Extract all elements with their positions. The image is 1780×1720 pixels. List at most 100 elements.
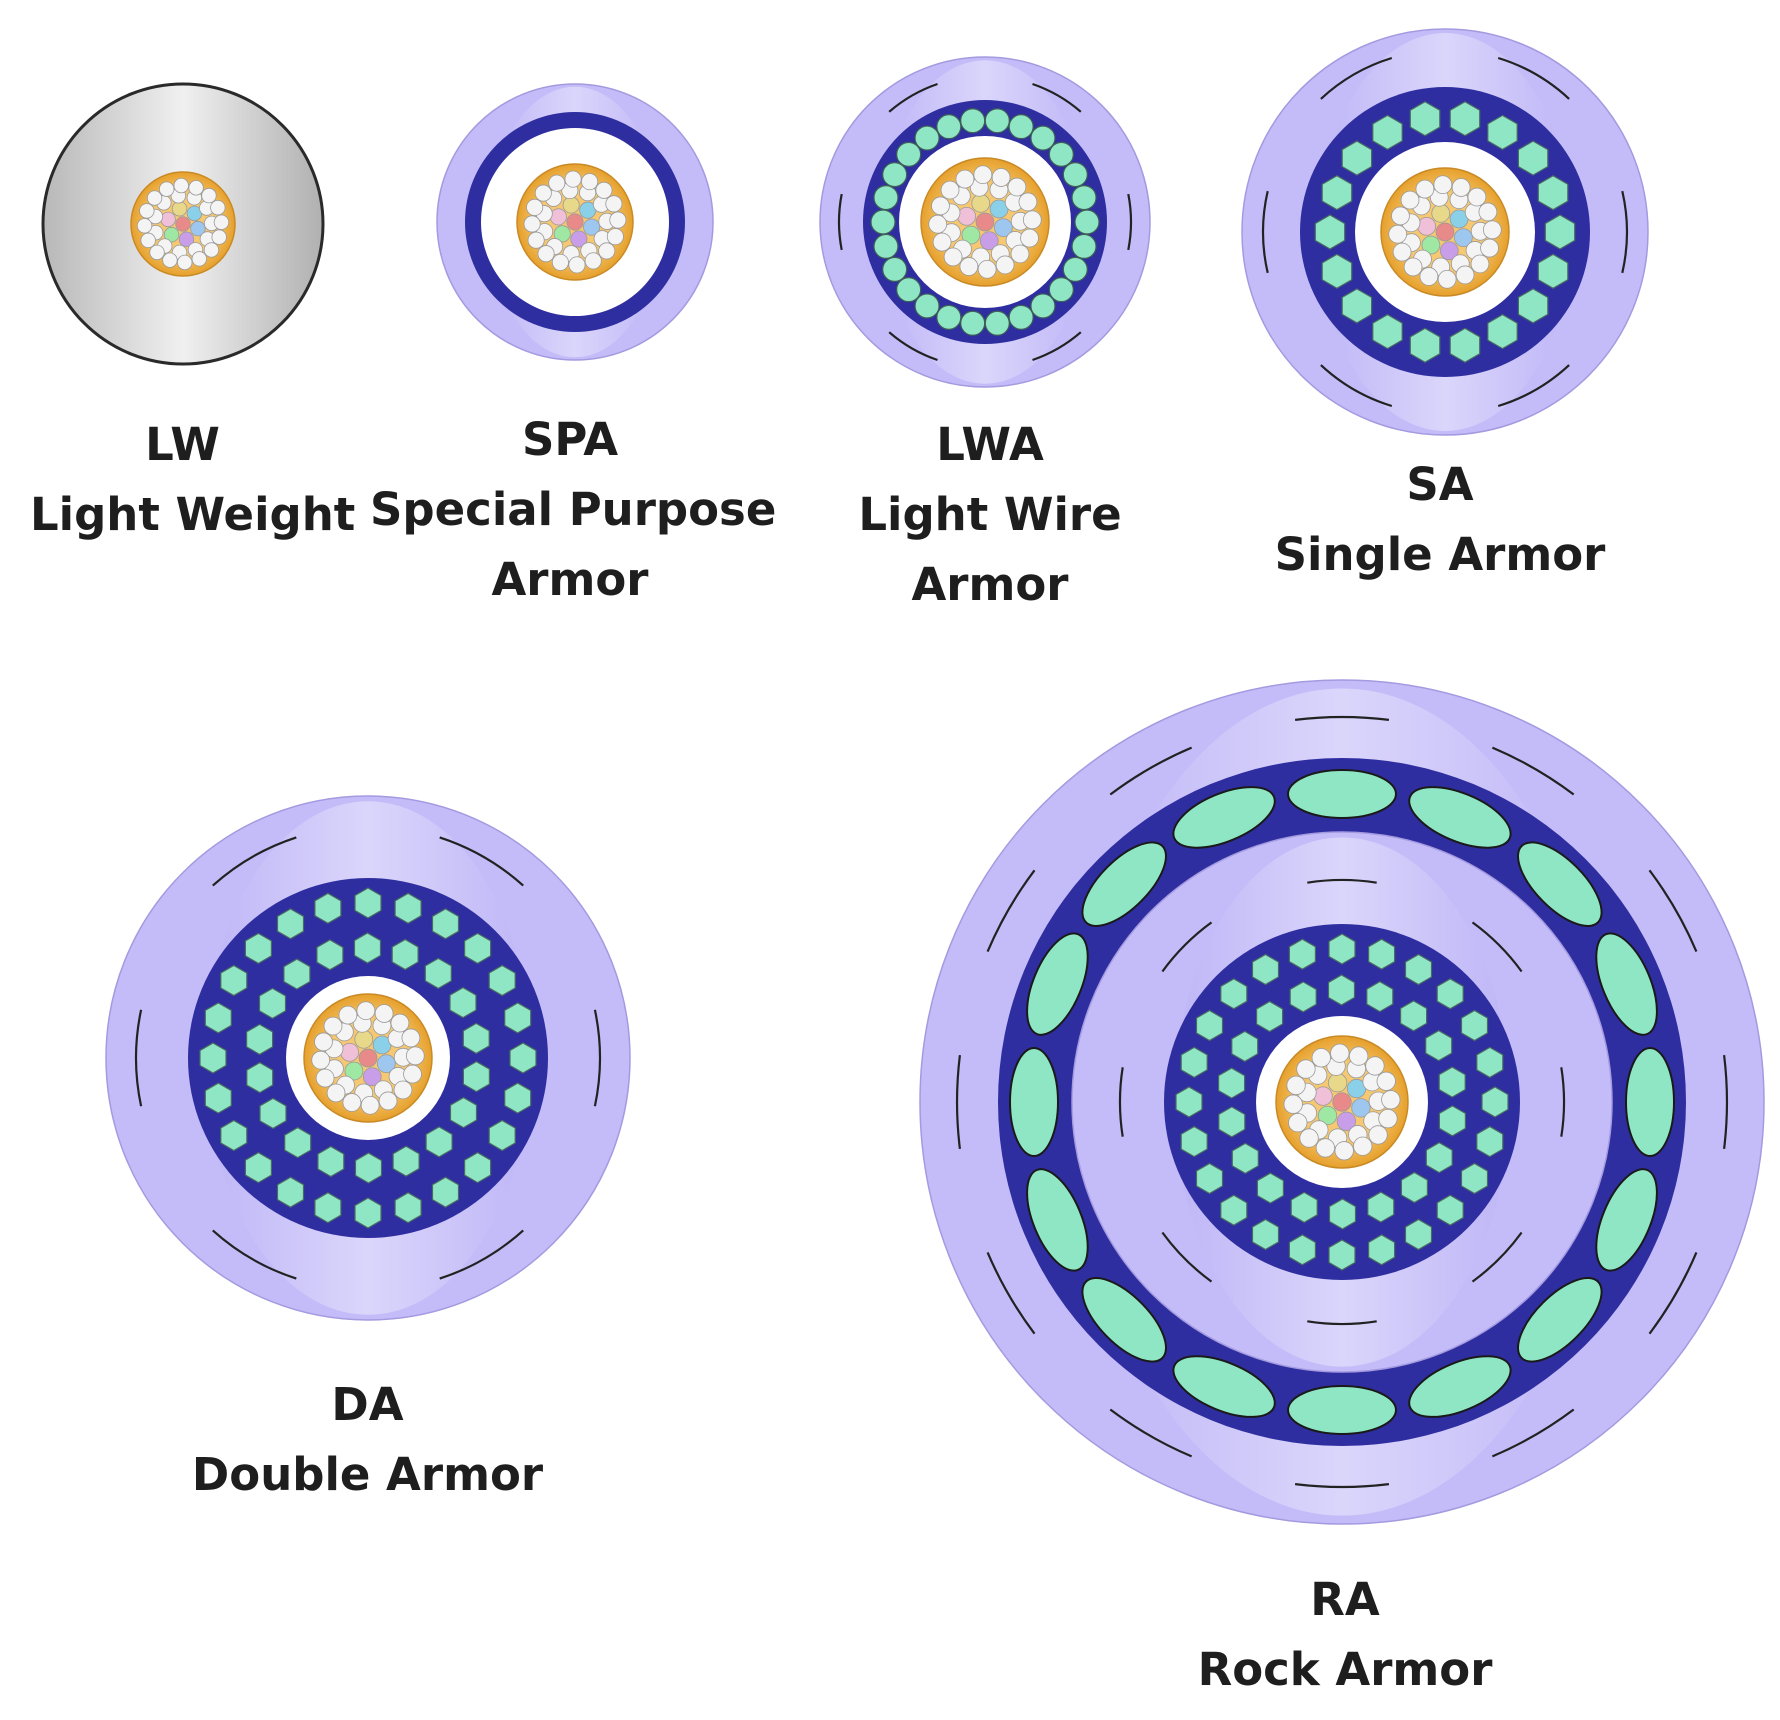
armor-wire xyxy=(1404,953,1433,986)
armor-wire xyxy=(1290,1191,1318,1224)
armor-wire xyxy=(1321,253,1353,289)
armor-wire xyxy=(1367,1234,1396,1266)
armor-wire xyxy=(1195,1162,1224,1195)
armor-wire xyxy=(1425,1029,1453,1062)
sheath-marking xyxy=(1320,56,1393,100)
sheath-marking xyxy=(888,331,938,362)
optical-fiber xyxy=(1348,1046,1369,1066)
armor-wire xyxy=(896,277,922,303)
armor-wire xyxy=(873,233,899,260)
optical-fiber xyxy=(342,1093,362,1112)
armor-wire xyxy=(1328,1198,1357,1230)
sheath-marking xyxy=(1648,869,1698,953)
caption-spa: SPA Special Purpose Armor xyxy=(370,405,776,615)
armor-wire xyxy=(1409,101,1441,137)
armor-wire xyxy=(509,1042,537,1074)
optical-fiber xyxy=(163,226,180,243)
rock-armor-wire xyxy=(1081,1277,1167,1363)
armor-wire xyxy=(873,184,899,211)
optical-fiber xyxy=(564,170,582,188)
optical-fiber xyxy=(315,1068,335,1088)
optical-fiber xyxy=(526,198,544,216)
armor-wire xyxy=(259,1097,287,1130)
optical-fiber xyxy=(971,193,991,213)
optical-fiber xyxy=(171,201,188,217)
armor-wire xyxy=(1487,313,1518,350)
rock-armor-wire xyxy=(1172,1355,1276,1418)
optical-fiber xyxy=(979,231,999,251)
optical-fiber xyxy=(1451,178,1471,197)
optical-fiber xyxy=(1020,228,1039,248)
rock-armor-wire xyxy=(1625,1047,1675,1157)
rock-armor-wire xyxy=(1026,932,1089,1036)
sheath-marking xyxy=(1491,1408,1575,1458)
optical-fiber xyxy=(537,245,555,263)
rock-armor-wire xyxy=(1517,841,1603,927)
cable-code: DA xyxy=(331,1378,404,1431)
sheath-marking xyxy=(986,869,1036,953)
optical-fiber xyxy=(1330,1043,1350,1063)
armor-wire xyxy=(316,939,344,971)
armor-wire xyxy=(314,892,342,924)
optical-fiber xyxy=(1334,1141,1354,1161)
optical-fiber xyxy=(1376,1071,1396,1091)
armor-wire xyxy=(1251,953,1280,986)
armor-wire xyxy=(354,1152,383,1184)
optical-fiber xyxy=(995,255,1015,275)
armor-wire xyxy=(462,1060,490,1093)
optical-fiber xyxy=(959,257,979,276)
optical-fiber xyxy=(162,252,178,268)
optical-fiber xyxy=(1453,228,1473,248)
optical-fiber xyxy=(523,215,541,233)
armor-wire xyxy=(1288,938,1317,970)
optical-fiber xyxy=(358,1048,378,1068)
optical-fiber xyxy=(1286,1075,1306,1096)
armor-wire xyxy=(1218,1106,1246,1138)
armor-wire xyxy=(1074,209,1100,235)
cable-code: LW xyxy=(145,418,220,471)
optical-fiber xyxy=(991,168,1011,187)
optical-fiber xyxy=(158,181,175,197)
armor-wire xyxy=(1314,214,1346,250)
armor-wire xyxy=(1030,125,1056,151)
sheath-marking xyxy=(1621,190,1629,274)
armor-wire xyxy=(424,957,452,990)
optical-fiber xyxy=(1415,179,1435,199)
optical-fiber xyxy=(584,252,602,270)
optical-fiber xyxy=(1288,1113,1308,1133)
optical-fiber xyxy=(188,180,204,196)
sheath-marking xyxy=(1161,1231,1213,1283)
armor-wire xyxy=(1436,978,1464,1010)
sheath-marking xyxy=(1497,56,1570,100)
optical-fiber xyxy=(356,1001,376,1021)
armor-wire xyxy=(882,256,908,283)
armor-wire xyxy=(1328,933,1356,965)
armor-wire xyxy=(882,161,908,188)
armor-wire xyxy=(1195,1009,1224,1042)
sheath-marking xyxy=(1032,331,1082,362)
armor-wire xyxy=(1180,1125,1208,1158)
optical-fiber xyxy=(1437,269,1457,289)
armor-wire xyxy=(449,986,477,1019)
armor-wire xyxy=(1517,288,1549,324)
optical-fiber xyxy=(1388,224,1408,244)
cable-name-line: Rock Armor xyxy=(1197,1643,1493,1696)
optical-fiber xyxy=(1421,235,1441,255)
optical-fiber xyxy=(955,169,975,189)
optical-fiber xyxy=(323,1016,343,1036)
optical-fiber xyxy=(354,1029,374,1049)
armor-wire xyxy=(1399,1000,1428,1032)
sheath-marking xyxy=(212,1229,297,1280)
cable-spa xyxy=(436,83,714,361)
cable-code: SPA xyxy=(521,413,619,466)
optical-fiber xyxy=(534,184,552,202)
optical-fiber xyxy=(393,1080,413,1100)
rock-armor-wire xyxy=(1081,841,1167,927)
armor-wire xyxy=(392,1145,420,1177)
optical-fiber xyxy=(177,254,193,271)
caption-ra: RA Rock Armor xyxy=(1170,1565,1520,1705)
armor-wire xyxy=(1008,304,1034,330)
optical-fiber xyxy=(405,1046,425,1066)
armor-wire xyxy=(1404,1218,1433,1251)
